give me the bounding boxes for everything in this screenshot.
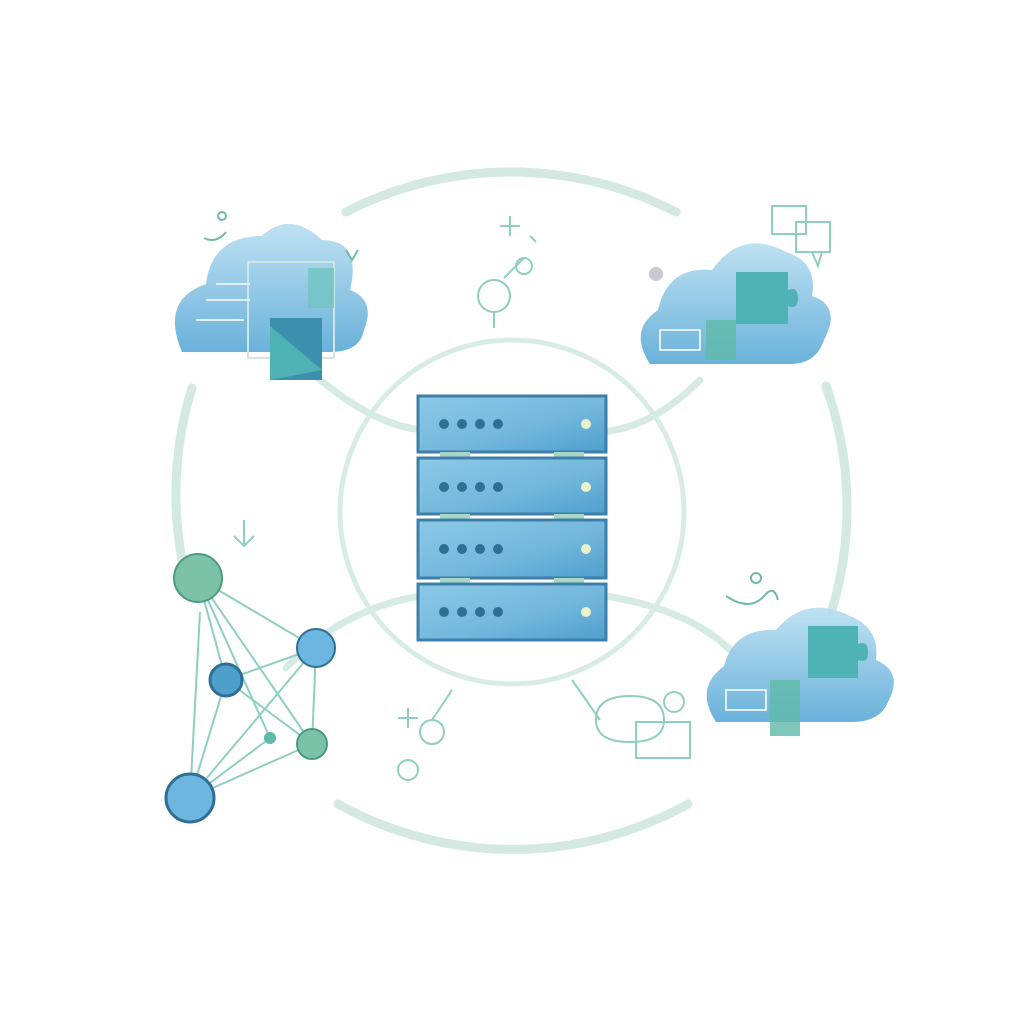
cloud-top-right [640,205,831,364]
cloud-bottom-right [706,572,894,736]
server-unit-4 [416,582,608,642]
power-led [581,607,591,617]
gear-icon [477,216,537,328]
outer-ring [171,167,852,854]
graph-node [264,732,276,744]
power-led [581,544,591,554]
puzzle-icon [725,626,868,736]
graph-node [173,553,223,603]
sparkle-icon [397,689,453,781]
arrow-down-icon [233,520,255,548]
graph-node [296,628,336,668]
dot-icon [649,267,663,281]
connector-top-right [594,376,704,436]
ring-arc-bottom [333,799,693,854]
graph-edges [189,577,317,799]
network-graph [164,520,336,824]
document-image-icon [196,261,335,380]
ring-arc-left [171,383,197,565]
server-unit-3 [416,518,608,580]
chat-bubbles-icon [571,679,691,759]
server-stack [416,394,608,642]
server-unit-1 [416,394,608,454]
ring-arc-right [821,381,852,615]
graph-node [164,772,216,824]
power-led [581,419,591,429]
server-unit-2 [416,456,608,516]
power-led [581,482,591,492]
sparkle-icon [203,211,359,262]
ring-arc-top [341,167,681,217]
connector-bottom-right [602,592,734,654]
cloud-top-left [174,211,368,380]
connector-top-left [314,374,434,434]
molecule-icon [725,572,779,605]
graph-node [296,728,328,760]
inner-circle [337,337,687,687]
puzzle-icon [659,272,798,360]
graph-node [208,662,244,698]
chat-bubbles-icon [771,205,831,269]
